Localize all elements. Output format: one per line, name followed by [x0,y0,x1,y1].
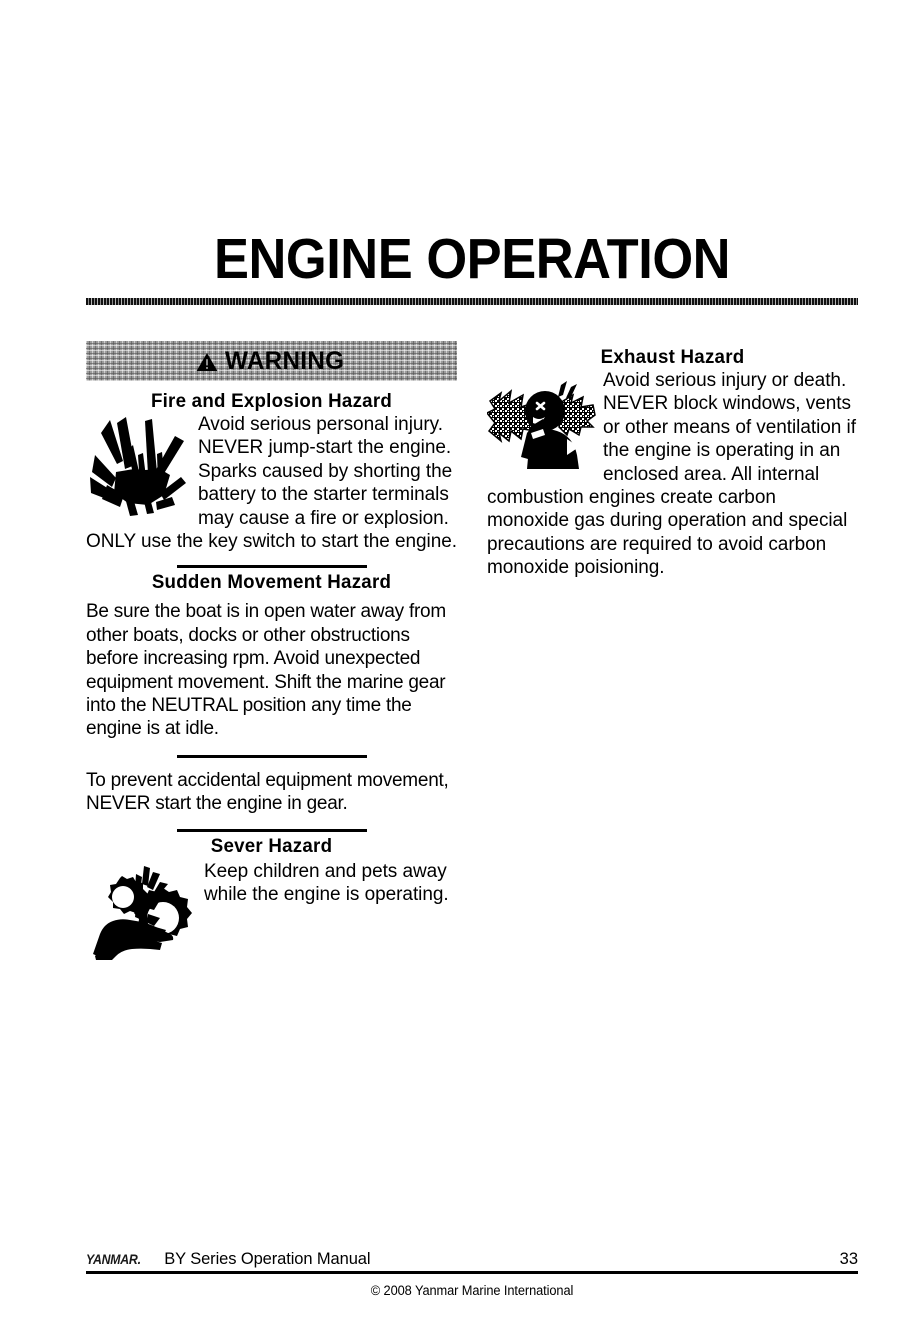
warning-triangle-icon [196,352,217,371]
page-header: ENGINE OPERATION [86,228,858,305]
body-sudden-movement: Be sure the boat is in open water away f… [86,601,446,740]
section-fire-and-explosion: Avoid serious personal injury. NEVER jum… [86,413,457,553]
footer-left-group: YANMAR. BY Series Operation Manual [86,1250,371,1268]
section-divider-3 [176,828,367,832]
page-title: ENGINE OPERATION [213,227,731,291]
heading-exhaust-hazard: Exhaust Hazard [600,346,745,368]
section-sever-hazard: Keep children and pets away while the en… [86,858,457,960]
exhaust-coughing-person-icon [487,381,596,469]
body-exhaust-hazard: Avoid serious injury or death. NEVER blo… [487,370,856,579]
footer-document-name: BY Series Operation Manual [164,1250,371,1268]
section-divider-2 [176,754,367,758]
title-underline-rule [86,298,858,305]
heading-fire-and-explosion-hazard: Fire and Explosion Hazard [150,390,393,412]
footer-divider-rule [86,1271,858,1274]
heading-sudden-movement-hazard: Sudden Movement Hazard [151,571,392,594]
page-footer: YANMAR. BY Series Operation Manual 33 © … [86,1251,858,1298]
spark-explosion-icon [90,417,186,516]
body-sudden-movement-secondary: To prevent accidental equipment movement… [86,769,449,815]
footer-top-row: YANMAR. BY Series Operation Manual 33 [86,1251,858,1271]
footer-page-number: 33 [839,1250,858,1268]
hand-in-gears-icon [93,865,192,960]
warning-label: WARNING [224,346,344,375]
section-divider-1 [176,565,367,569]
warning-banner-content: WARNING [196,346,348,375]
footer-copyright: © 2008 Yanmar Marine International [370,1283,574,1298]
yanmar-logo: YANMAR. [86,1251,141,1267]
left-column: WARNING Fire and Explosion Hazard [86,341,457,960]
right-column: Exhaust Hazard [487,341,858,580]
body-fire-and-explosion: Avoid serious personal injury. NEVER jum… [86,414,457,553]
heading-sever-hazard: Sever Hazard [210,834,333,857]
body-sever-hazard: Keep children and pets away while the en… [204,860,449,906]
warning-banner: WARNING [86,341,457,381]
section-exhaust-hazard: Avoid serious injury or death. NEVER blo… [487,369,858,580]
